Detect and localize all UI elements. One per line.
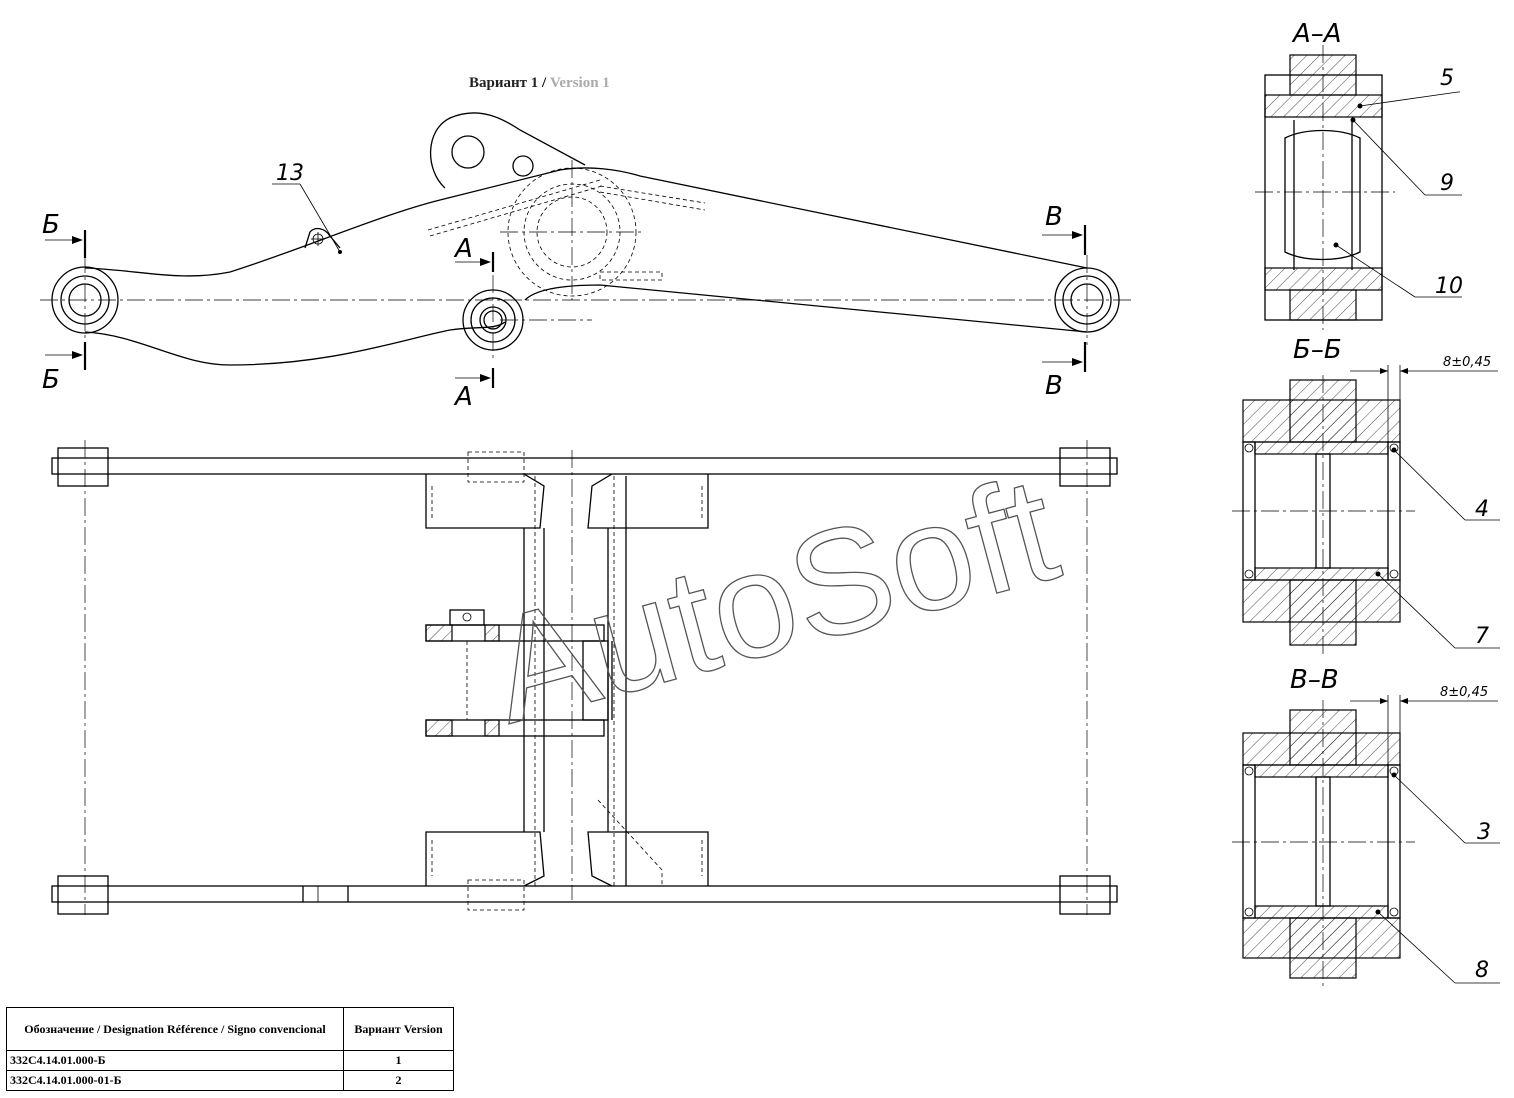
section-mark-a-top: А — [453, 234, 473, 264]
callout-5: 5 — [1440, 66, 1454, 91]
version-header: Вариант Version — [343, 1007, 454, 1051]
section-mark-b-bottom: Б — [42, 365, 60, 395]
table-row: 332С4.14.01.000-Б 1 — [6, 1050, 454, 1071]
designation-cell: 332С4.14.01.000-01-Б — [6, 1070, 344, 1091]
callout-7: 7 — [1475, 624, 1489, 649]
section-mark-v-top: В — [1045, 202, 1063, 232]
callout-4: 4 — [1475, 497, 1489, 522]
section-title-v-v: В–В — [1290, 665, 1339, 695]
variant-title-en: Version 1 — [549, 75, 610, 91]
callout-3: 3 — [1477, 820, 1491, 845]
version-table: Обозначение / Designation Référence / Si… — [6, 1007, 454, 1091]
callout-10: 10 — [1435, 274, 1463, 299]
plan-view-frame — [51, 440, 1118, 915]
section-b-b: Б–Б 8±0,45 4 7 — [1232, 335, 1500, 655]
designation-cell: 332С4.14.01.000-Б — [6, 1050, 344, 1071]
watermark: AutoSoft — [473, 444, 1072, 755]
section-v-v: В–В 8±0,45 3 8 — [1232, 665, 1500, 988]
section-mark-a-bottom: А — [453, 382, 473, 412]
designation-header: Обозначение / Designation Référence / Si… — [6, 1007, 344, 1051]
callout-9: 9 — [1440, 171, 1454, 196]
dimension-b-b: 8±0,45 — [1443, 355, 1491, 370]
section-a-a: А–А 5 9 10 — [1255, 19, 1463, 330]
section-title-a-a: А–А — [1291, 19, 1342, 49]
callout-8: 8 — [1475, 958, 1489, 983]
version-table-header: Обозначение / Designation Référence / Si… — [6, 1007, 454, 1051]
callout-13: 13 — [276, 161, 304, 186]
section-mark-b-top: Б — [42, 210, 60, 240]
dimension-v-v: 8±0,45 — [1440, 685, 1488, 700]
table-row: 332С4.14.01.000-01-Б 2 — [6, 1070, 454, 1091]
side-view-lever: 13 Б Б А А В В — [40, 112, 1135, 412]
variant-title-separator: / — [538, 75, 550, 91]
section-title-b-b: Б–Б — [1293, 335, 1342, 365]
variant-title: Вариант 1 / Version 1 — [469, 75, 610, 92]
version-cell: 2 — [343, 1070, 454, 1091]
variant-title-ru: Вариант 1 — [469, 75, 539, 91]
section-mark-v-bottom: В — [1045, 371, 1063, 401]
version-cell: 1 — [343, 1050, 454, 1071]
